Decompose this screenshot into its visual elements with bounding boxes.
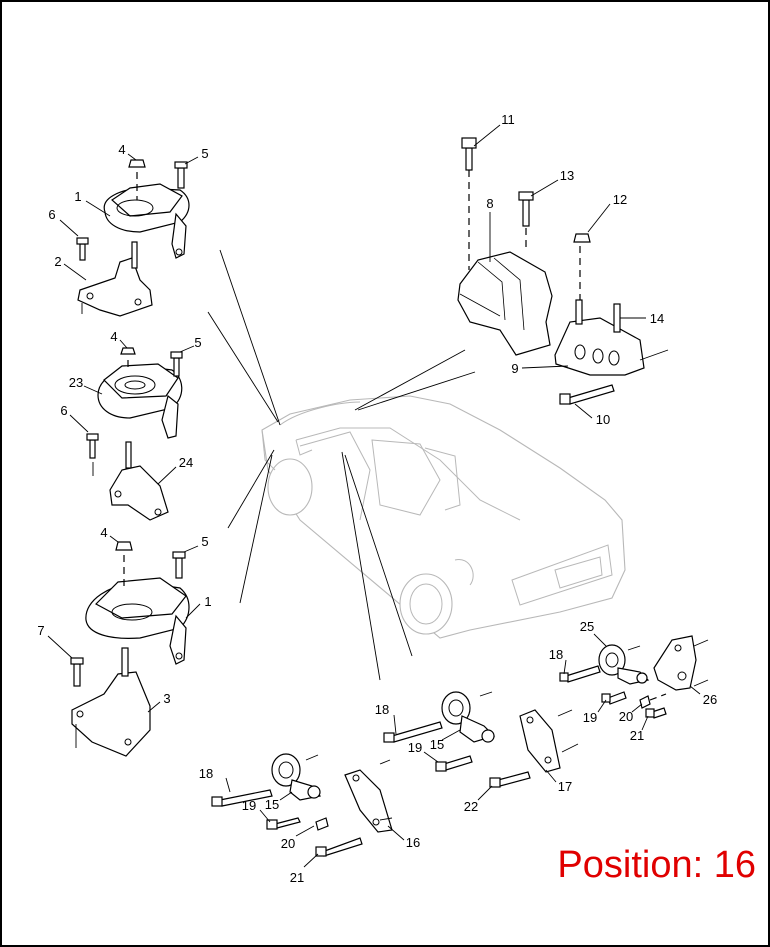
callout-9: 9 xyxy=(511,361,518,376)
callout-13: 13 xyxy=(560,168,574,183)
callout-19: 19 xyxy=(408,740,422,755)
callout-21: 21 xyxy=(290,870,304,885)
callout-23: 23 xyxy=(69,375,83,390)
callout-5: 5 xyxy=(194,335,201,350)
callout-3: 3 xyxy=(163,691,170,706)
callout-20: 20 xyxy=(281,836,295,851)
callout-24: 24 xyxy=(179,455,193,470)
front-mount-assembly-middle xyxy=(86,347,183,521)
callout-18: 18 xyxy=(375,702,389,717)
callout-19: 19 xyxy=(242,798,256,813)
side-mount-assembly xyxy=(457,137,669,405)
callout-17: 17 xyxy=(558,779,572,794)
callout-26: 26 xyxy=(703,692,717,707)
callout-15: 15 xyxy=(265,797,279,812)
callout-2: 2 xyxy=(54,254,61,269)
position-label: Position: 16 xyxy=(557,844,756,886)
rear-torque-rod-left xyxy=(211,753,393,857)
callout-14: 14 xyxy=(650,311,664,326)
vehicle-leader-lines xyxy=(207,249,476,681)
callout-11: 11 xyxy=(501,112,515,127)
vehicle-outline xyxy=(261,395,626,639)
callout-1: 1 xyxy=(204,594,211,609)
callout-7: 7 xyxy=(37,623,44,638)
callout-21: 21 xyxy=(630,728,644,743)
callout-8: 8 xyxy=(486,196,493,211)
callout-12: 12 xyxy=(613,192,627,207)
callout-6: 6 xyxy=(60,403,67,418)
callout-6: 6 xyxy=(48,207,55,222)
front-mount-assembly-bottom xyxy=(70,541,190,757)
front-mount-assembly-top xyxy=(76,159,190,317)
callout-25: 25 xyxy=(580,619,594,634)
callout-1: 1 xyxy=(74,189,81,204)
rear-torque-rod-middle xyxy=(383,691,579,788)
callout-22: 22 xyxy=(464,799,478,814)
callout-4: 4 xyxy=(100,525,107,540)
callout-leaders xyxy=(47,124,701,868)
callout-labels: 1 1 2 3 4 4 4 5 5 5 6 6 7 8 9 10 11 12 1… xyxy=(37,112,717,885)
callout-15: 15 xyxy=(430,737,444,752)
callout-16: 16 xyxy=(406,835,420,850)
callout-18: 18 xyxy=(199,766,213,781)
callout-20: 20 xyxy=(619,709,633,724)
callout-5: 5 xyxy=(201,146,208,161)
callout-18: 18 xyxy=(549,647,563,662)
callout-4: 4 xyxy=(118,142,125,157)
callout-10: 10 xyxy=(596,412,610,427)
callout-4: 4 xyxy=(110,329,117,344)
callout-19: 19 xyxy=(583,710,597,725)
callout-5: 5 xyxy=(201,534,208,549)
